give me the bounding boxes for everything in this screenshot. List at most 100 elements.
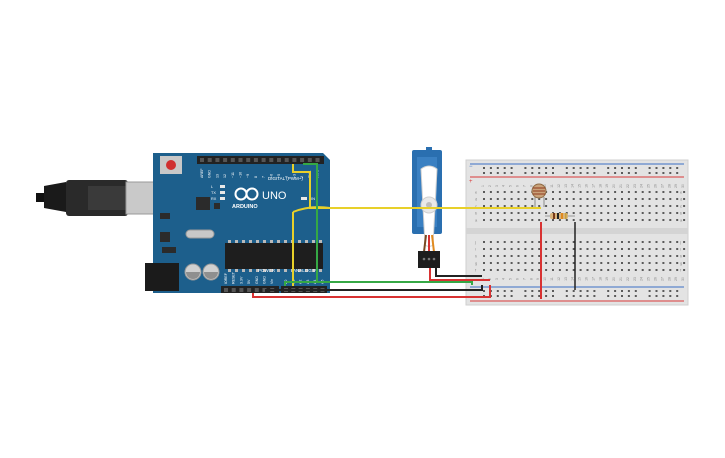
terminal-hole[interactable]: [676, 205, 679, 207]
terminal-hole[interactable]: [510, 212, 513, 214]
digital-pin-hole[interactable]: [238, 158, 243, 162]
terminal-hole[interactable]: [648, 212, 651, 214]
terminal-hole[interactable]: [572, 212, 575, 214]
rail-hole[interactable]: [586, 295, 589, 297]
terminal-hole[interactable]: [621, 269, 623, 271]
terminal-hole[interactable]: [669, 255, 672, 257]
digital-pin-hole[interactable]: [215, 158, 220, 162]
rail-hole[interactable]: [621, 172, 623, 174]
terminal-hole[interactable]: [531, 269, 534, 271]
terminal-hole[interactable]: [545, 212, 548, 214]
terminal-hole[interactable]: [565, 248, 568, 250]
power-pin-hole[interactable]: [247, 288, 252, 292]
digital-pin-hole[interactable]: [230, 158, 235, 162]
terminal-hole[interactable]: [586, 255, 589, 257]
rail-hole[interactable]: [593, 290, 596, 292]
breadboard[interactable]: − + 112233445566778899101011111212131314…: [465, 159, 689, 306]
terminal-hole[interactable]: [676, 191, 679, 193]
terminal-hole[interactable]: [558, 241, 561, 243]
terminal-hole[interactable]: [607, 191, 610, 193]
terminal-hole[interactable]: [489, 262, 492, 264]
terminal-hole[interactable]: [579, 269, 582, 271]
terminal-hole[interactable]: [614, 205, 617, 207]
rail-hole[interactable]: [648, 295, 651, 297]
rail-hole[interactable]: [614, 172, 617, 174]
terminal-hole[interactable]: [614, 191, 617, 193]
terminal-hole[interactable]: [593, 262, 596, 264]
terminal-hole[interactable]: [545, 205, 548, 207]
rail-hole[interactable]: [496, 167, 499, 169]
rail-hole[interactable]: [607, 172, 610, 174]
terminal-hole[interactable]: [524, 219, 527, 221]
terminal-hole[interactable]: [621, 248, 623, 250]
terminal-hole[interactable]: [621, 219, 623, 221]
rail-hole[interactable]: [655, 167, 658, 169]
terminal-hole[interactable]: [552, 255, 554, 257]
usb-cable[interactable]: [36, 180, 167, 216]
terminal-hole[interactable]: [627, 219, 630, 221]
terminal-hole[interactable]: [676, 269, 679, 271]
terminal-hole[interactable]: [634, 198, 637, 200]
terminal-hole[interactable]: [662, 248, 665, 250]
terminal-hole[interactable]: [676, 212, 679, 214]
terminal-hole[interactable]: [669, 198, 672, 200]
terminal-hole[interactable]: [531, 219, 534, 221]
terminal-hole[interactable]: [662, 262, 665, 264]
terminal-hole[interactable]: [648, 262, 651, 264]
rail-hole[interactable]: [662, 167, 665, 169]
terminal-hole[interactable]: [621, 255, 623, 257]
terminal-hole[interactable]: [538, 205, 541, 207]
terminal-hole[interactable]: [614, 255, 617, 257]
terminal-hole[interactable]: [579, 262, 582, 264]
terminal-hole[interactable]: [627, 212, 630, 214]
rail-hole[interactable]: [579, 295, 582, 297]
rail-hole[interactable]: [496, 172, 499, 174]
terminal-hole[interactable]: [496, 248, 499, 250]
terminal-hole[interactable]: [524, 191, 527, 193]
terminal-hole[interactable]: [621, 212, 623, 214]
terminal-hole[interactable]: [545, 219, 548, 221]
terminal-hole[interactable]: [489, 212, 492, 214]
terminal-hole[interactable]: [621, 198, 623, 200]
terminal-hole[interactable]: [517, 198, 520, 200]
terminal-hole[interactable]: [634, 219, 637, 221]
rail-hole[interactable]: [565, 172, 568, 174]
rail-hole[interactable]: [648, 172, 651, 174]
terminal-hole[interactable]: [510, 262, 513, 264]
digital-pin-hole[interactable]: [315, 158, 320, 162]
terminal-hole[interactable]: [607, 212, 610, 214]
terminal-hole[interactable]: [565, 212, 568, 214]
terminal-hole[interactable]: [524, 212, 527, 214]
terminal-hole[interactable]: [614, 248, 617, 250]
terminal-hole[interactable]: [641, 255, 644, 257]
terminal-hole[interactable]: [503, 205, 506, 207]
terminal-hole[interactable]: [510, 248, 513, 250]
terminal-hole[interactable]: [683, 262, 686, 264]
terminal-hole[interactable]: [627, 198, 630, 200]
terminal-hole[interactable]: [607, 255, 610, 257]
wire-green[interactable]: [284, 163, 473, 286]
terminal-hole[interactable]: [510, 191, 513, 193]
rail-hole[interactable]: [531, 290, 534, 292]
rail-hole[interactable]: [676, 290, 679, 292]
terminal-hole[interactable]: [648, 255, 651, 257]
rail-hole[interactable]: [662, 172, 665, 174]
terminal-hole[interactable]: [648, 205, 651, 207]
terminal-hole[interactable]: [648, 191, 651, 193]
terminal-hole[interactable]: [607, 198, 610, 200]
rail-hole[interactable]: [524, 172, 527, 174]
rail-hole[interactable]: [572, 295, 575, 297]
terminal-hole[interactable]: [627, 191, 630, 193]
rail-hole[interactable]: [510, 295, 513, 297]
rail-hole[interactable]: [655, 290, 658, 292]
terminal-hole[interactable]: [683, 212, 686, 214]
terminal-hole[interactable]: [655, 191, 658, 193]
terminal-hole[interactable]: [648, 241, 651, 243]
terminal-hole[interactable]: [510, 269, 513, 271]
rail-hole[interactable]: [662, 295, 665, 297]
terminal-hole[interactable]: [517, 212, 520, 214]
terminal-hole[interactable]: [483, 248, 485, 250]
terminal-hole[interactable]: [483, 219, 485, 221]
rail-hole[interactable]: [572, 167, 575, 169]
rail-hole[interactable]: [552, 172, 554, 174]
